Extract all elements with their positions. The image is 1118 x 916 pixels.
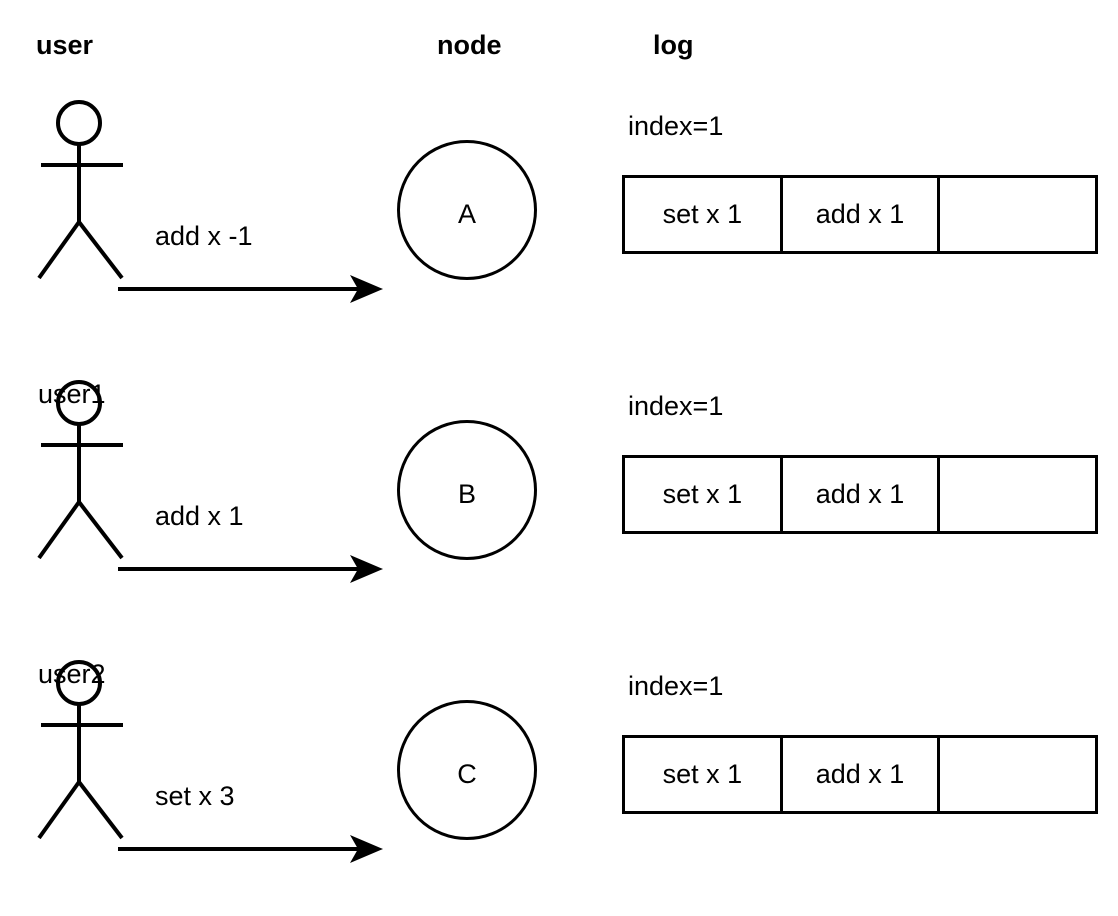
- node-label: B: [457, 478, 476, 509]
- log-index-label: index=1: [628, 111, 724, 141]
- stick-figure-icon: [30, 95, 140, 285]
- log-cell: add x 1: [783, 458, 941, 531]
- node-label: A: [457, 198, 476, 229]
- diagram-row: user2 add x 1 B index=1 set x 1 add x 1: [0, 375, 1118, 688]
- arrow-command-label: add x 1: [155, 501, 244, 531]
- log-table: set x 1 add x 1: [622, 735, 1098, 814]
- node-circle: C: [397, 700, 537, 840]
- log-cell-empty: [940, 458, 1095, 531]
- diagram-row: user1 add x -1 A index=1 set x 1 add x 1: [0, 95, 1118, 408]
- log-cell: set x 1: [625, 458, 783, 531]
- arrow-command-label: add x -1: [155, 221, 253, 251]
- log-cell: set x 1: [625, 738, 783, 811]
- arrow-right-icon: [118, 553, 383, 585]
- log-cell-empty: [940, 178, 1095, 251]
- column-heading-log: log: [653, 30, 694, 60]
- log-index-label: index=1: [628, 391, 724, 421]
- column-heading-node: node: [437, 30, 502, 60]
- node-circle: A: [397, 140, 537, 280]
- node-circle: B: [397, 420, 537, 560]
- log-cell-empty: [940, 738, 1095, 811]
- log-table: set x 1 add x 1: [622, 455, 1098, 534]
- log-cell: add x 1: [783, 738, 941, 811]
- log-table: set x 1 add x 1: [622, 175, 1098, 254]
- arrow-right-icon: [118, 273, 383, 305]
- log-cell: add x 1: [783, 178, 941, 251]
- stick-figure-icon: [30, 655, 140, 845]
- column-heading-user: user: [36, 30, 94, 60]
- log-index-label: index=1: [628, 671, 724, 701]
- log-cell: set x 1: [625, 178, 783, 251]
- node-label: C: [457, 758, 477, 789]
- arrow-command-label: set x 3: [155, 781, 235, 811]
- diagram-row: user3 set x 3 C index=1 set x 1 add x 1: [0, 655, 1118, 916]
- arrow-right-icon: [118, 833, 383, 865]
- stick-figure-icon: [30, 375, 140, 565]
